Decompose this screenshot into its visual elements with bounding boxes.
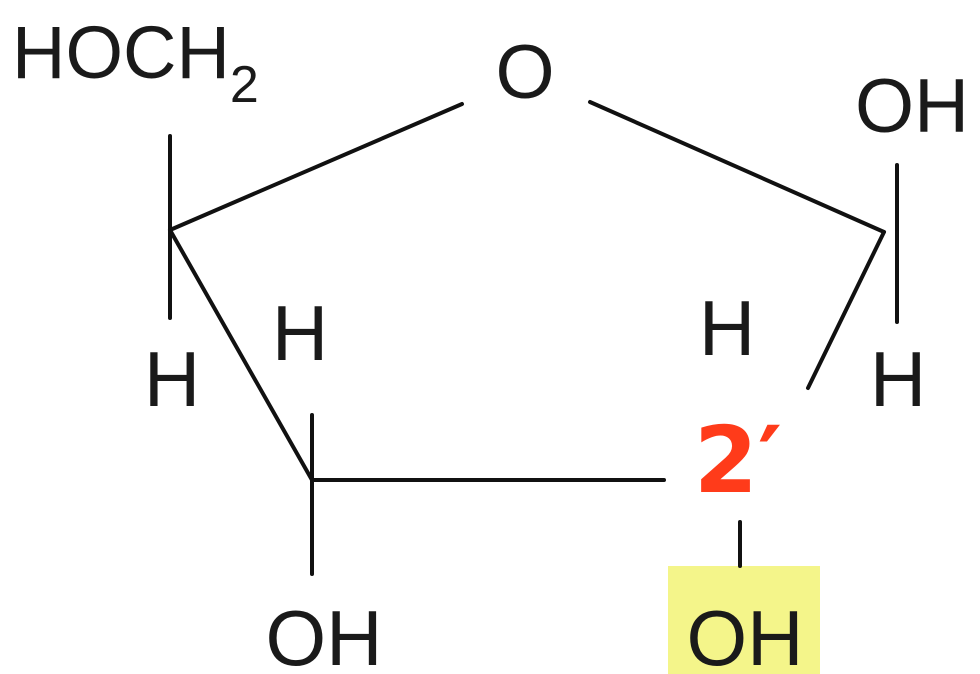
ring-oxygen-label: O [495,30,554,115]
bond-c4-c3 [168,228,314,482]
hoch-text: HOCH [12,11,230,94]
position-2-prime-label: 2′ [694,407,782,514]
bond-c4-o [168,102,464,232]
bond-c1-c2 [806,230,886,390]
c2-hydroxyl-highlight [668,566,820,674]
substituent-bonds [168,134,899,576]
c5-hoch2-label: HOCH2 [12,11,259,114]
subscript-2: 2 [230,56,259,114]
c3-oh-label: OH [266,594,383,674]
bond-o-c1 [588,100,886,234]
c1-h-label: H [870,335,926,423]
c2-oh-label: OH [687,594,804,674]
ring-bonds [168,100,886,482]
c3-h-label: H [272,289,328,377]
label-mask [660,390,810,518]
c2-h-label: H [699,284,755,372]
c4-h-label: H [144,335,200,423]
c1-oh-label: OH [855,64,969,149]
